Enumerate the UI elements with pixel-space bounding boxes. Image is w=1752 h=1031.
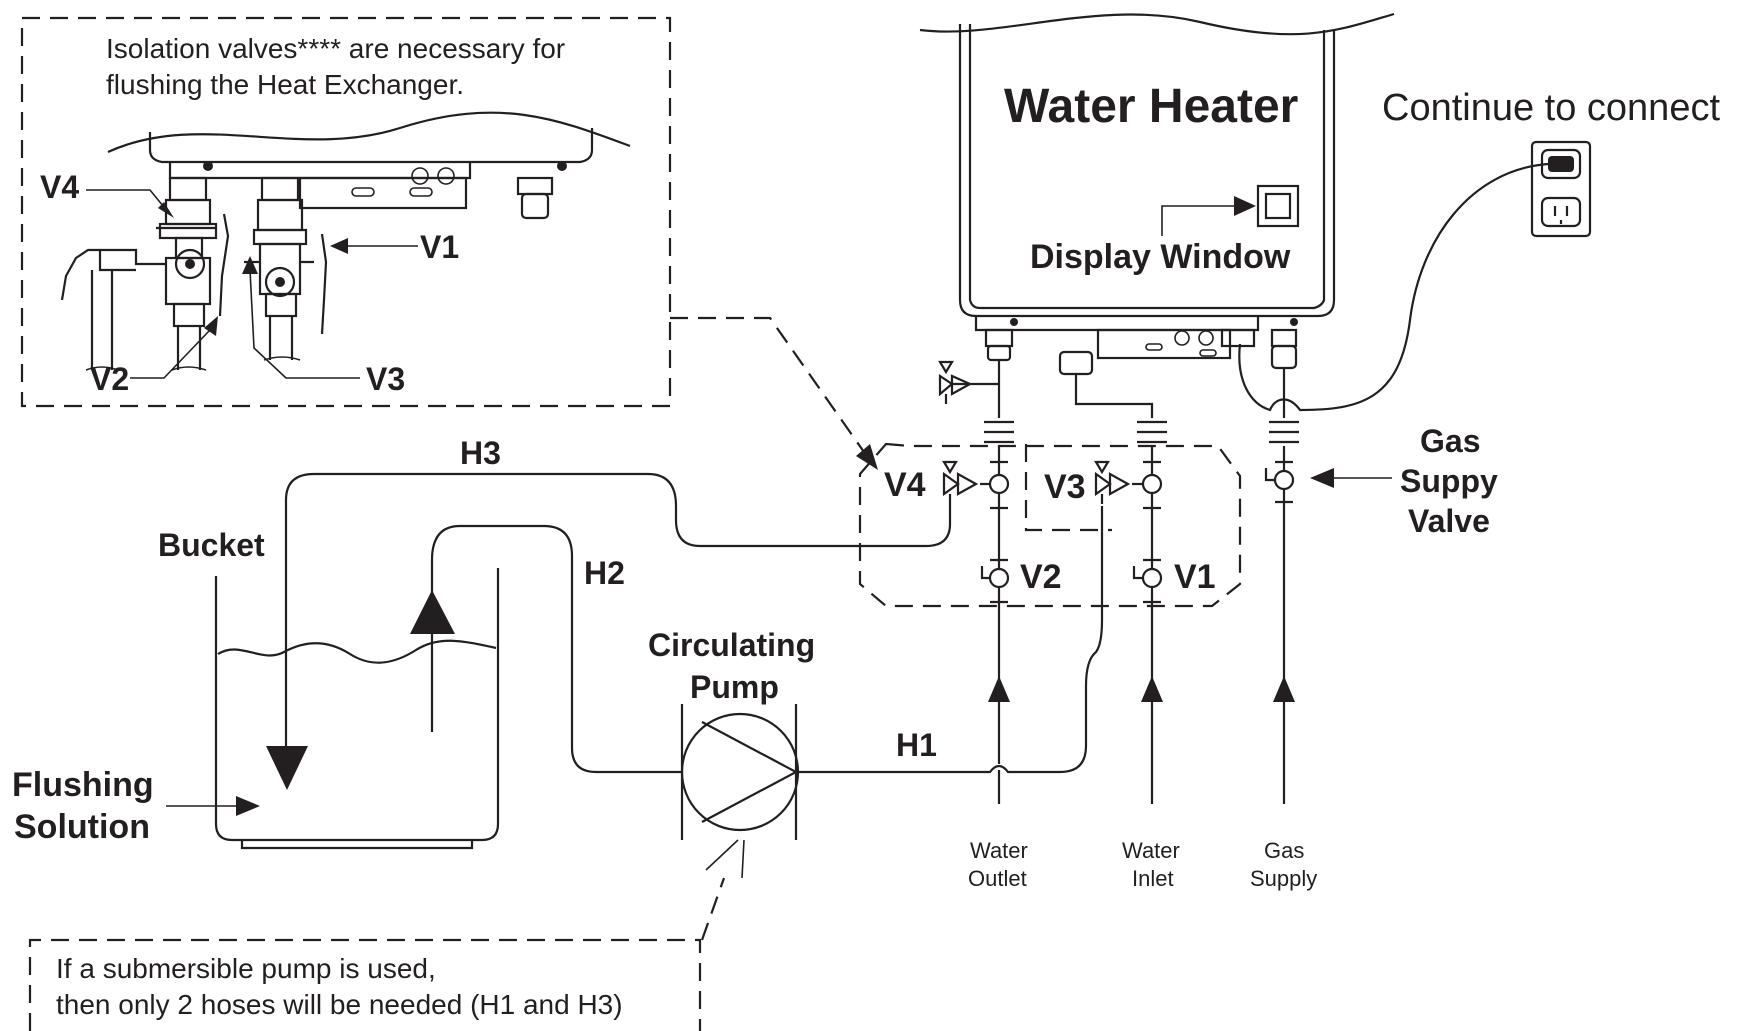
- inset-label-v3: V3: [366, 361, 405, 397]
- water-outlet-line: [952, 360, 1014, 804]
- gas-supply-valve-label-line3: Valve: [1408, 503, 1490, 539]
- gas-supply-label-line2: Supply: [1250, 866, 1317, 891]
- flushing-solution-label-line2: Solution: [14, 808, 150, 846]
- submersible-note-line1: If a submersible pump is used,: [56, 953, 436, 984]
- circulating-pump-label-line2: Pump: [690, 669, 779, 705]
- isolation-note-line1: Isolation valves**** are necessary for: [106, 33, 565, 64]
- valve-label-v1: V1: [1174, 558, 1216, 596]
- hose-label-h2: H2: [584, 555, 625, 591]
- inset-label-v2: V2: [90, 361, 129, 397]
- display-window-leader: [1161, 205, 1236, 236]
- flushing-solution-label-line1: Flushing: [12, 766, 154, 804]
- hose-h3: [284, 472, 952, 760]
- relief-valve-icon: [938, 360, 973, 404]
- gas-supply-line: [1269, 368, 1299, 804]
- hose-h1: [796, 506, 1104, 774]
- inset-dashed-border: [20, 16, 672, 408]
- inset-label-v4: V4: [40, 169, 79, 205]
- flushing-solution-surface: [217, 639, 497, 664]
- display-window-label: Display Window: [1030, 238, 1291, 276]
- v3-drain-valve: [1094, 460, 1131, 504]
- water-outlet-label-line1: Water: [970, 838, 1028, 863]
- v4-drain-valve: [942, 460, 979, 504]
- submersible-note-box: If a submersible pump is used, then only…: [28, 938, 702, 1031]
- water-inlet-label-line1: Water: [1122, 838, 1180, 863]
- hose-label-h3: H3: [460, 435, 501, 471]
- gas-supply-valve-label-line2: Suppy: [1400, 463, 1498, 499]
- hose-label-h1: H1: [896, 727, 937, 763]
- power-cord: [1238, 162, 1549, 412]
- water-heater-title: Water Heater: [1004, 80, 1298, 133]
- valve-group-dashed-outline: [858, 442, 1242, 608]
- display-window-icon: [1256, 184, 1300, 228]
- isolation-note-line2: flushing the Heat Exchanger.: [106, 69, 464, 100]
- submersible-note-line2: then only 2 hoses will be needed (H1 and…: [56, 989, 623, 1020]
- gas-supply-label-line1: Gas: [1264, 838, 1304, 863]
- continue-to-connect-label: Continue to connect: [1382, 87, 1720, 129]
- water-heater-top-edge: [919, 12, 1395, 36]
- circulating-pump: [680, 704, 800, 840]
- water-inlet-label-line2: Inlet: [1132, 866, 1174, 891]
- circulating-pump-label-line1: Circulating: [648, 627, 815, 663]
- water-outlet-label-line2: Outlet: [968, 866, 1027, 891]
- inset-label-v1: V1: [420, 229, 459, 265]
- hose-h2: [430, 524, 682, 774]
- pump-pointer-lines: [705, 839, 745, 879]
- isolation-valves-inset: Isolation valves**** are necessary for f…: [20, 16, 672, 408]
- bucket: [214, 568, 500, 850]
- inset-pointer-arrow: [856, 444, 878, 470]
- valve-label-v2: V2: [1020, 558, 1062, 596]
- inset-heater-outline: [107, 111, 631, 154]
- valve-label-v3: V3: [1044, 468, 1086, 506]
- gas-supply-valve-label-line1: Gas: [1420, 423, 1480, 459]
- inset-pointer-line: [670, 316, 865, 453]
- electrical-outlet-icon: [1530, 140, 1592, 238]
- valve-label-v4: V4: [884, 466, 926, 504]
- water-heater: Water Heater Display Window: [919, 12, 1395, 376]
- bucket-label: Bucket: [158, 527, 265, 563]
- water-inlet-line: [1074, 374, 1167, 804]
